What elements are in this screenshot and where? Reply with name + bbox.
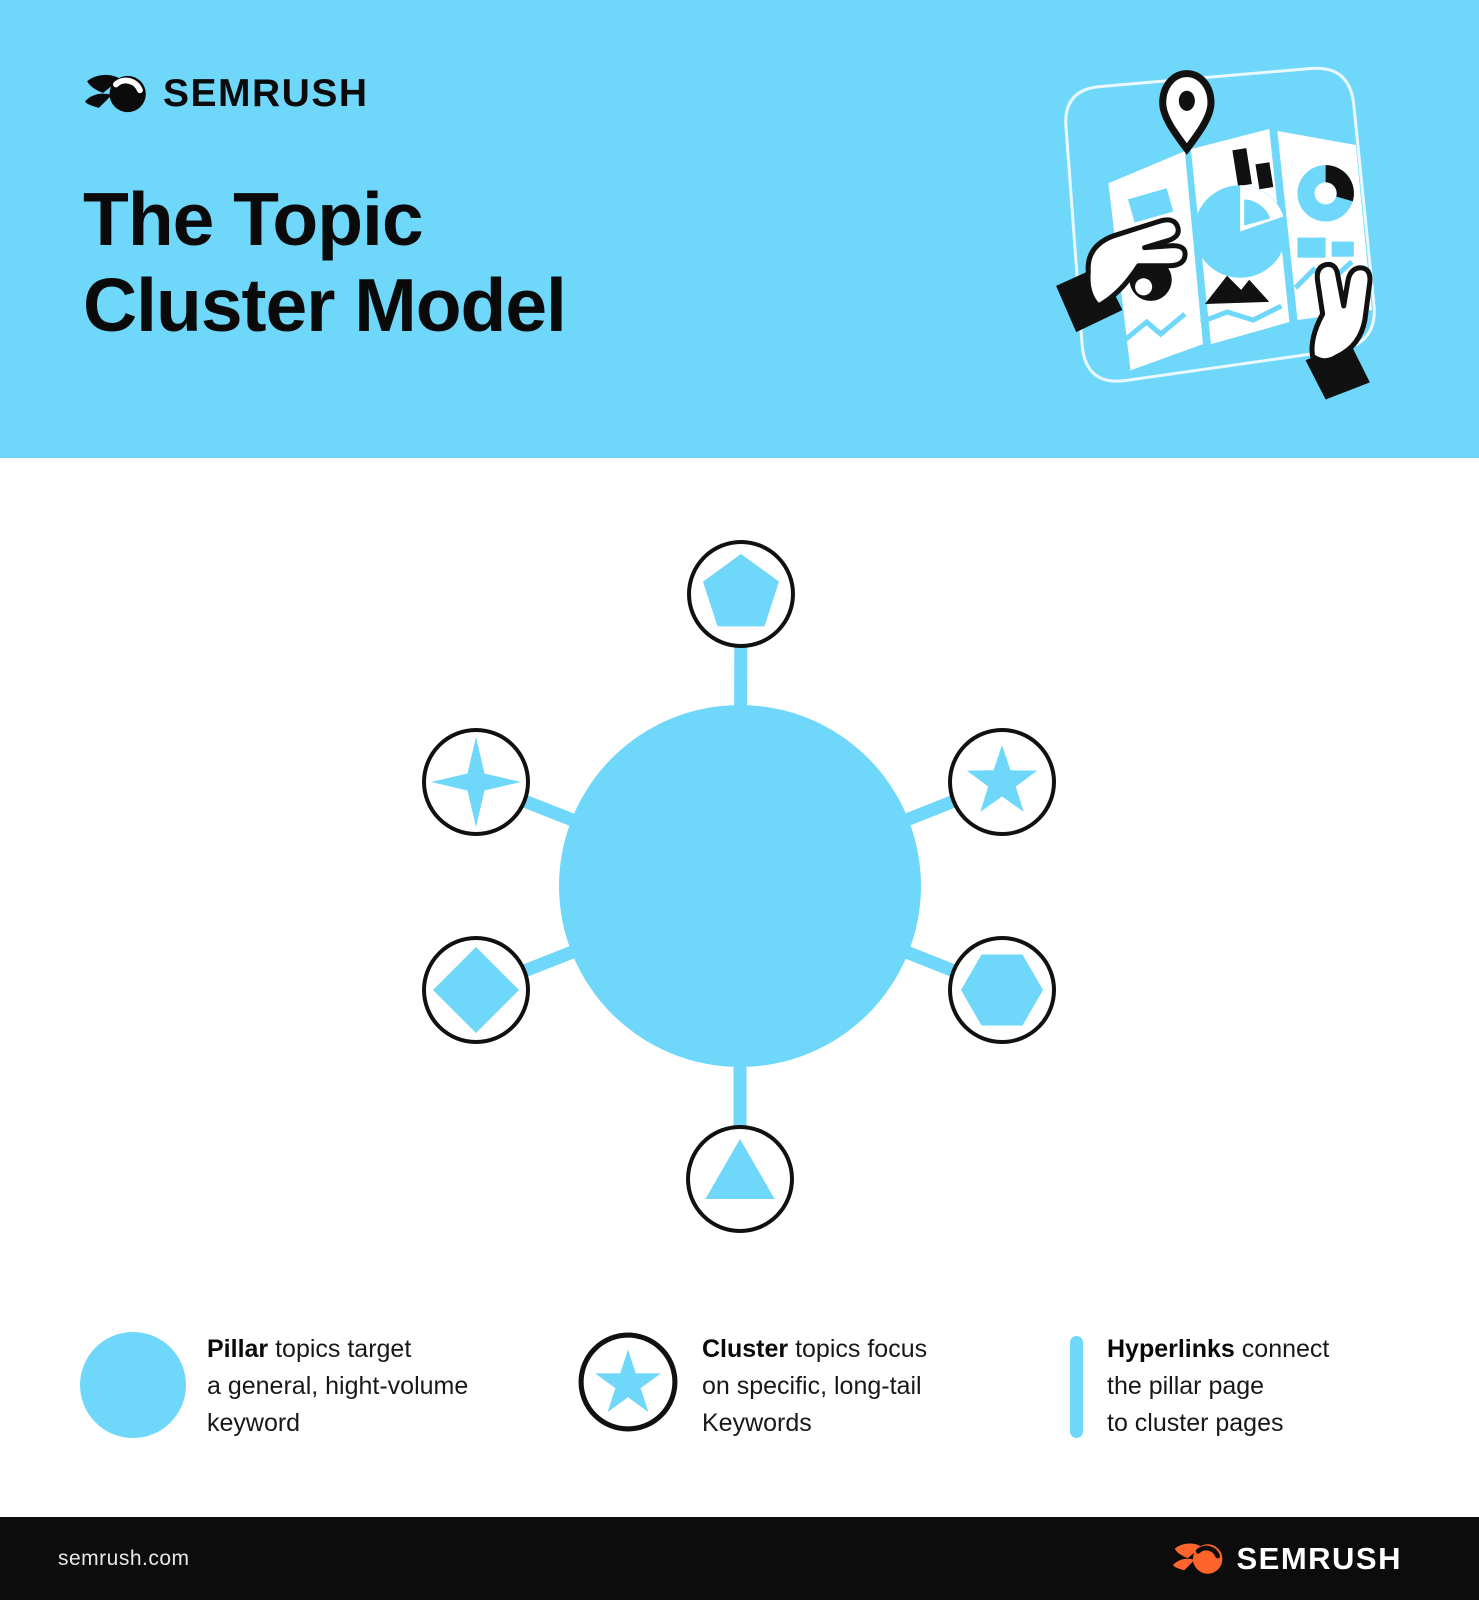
semrush-wordmark: SEMRUSH bbox=[1236, 1540, 1402, 1576]
legend-pillar-line1: Pillar topics target bbox=[207, 1335, 412, 1363]
cluster-node-five-point-star bbox=[948, 728, 1056, 836]
donut-hole bbox=[1314, 182, 1337, 205]
bar-chart-bar bbox=[1255, 162, 1274, 190]
triangle-icon bbox=[705, 1139, 775, 1199]
legend-cluster-line2: on specific, long-tail bbox=[702, 1372, 922, 1400]
map-block bbox=[1331, 241, 1354, 257]
map-zigzag bbox=[1122, 312, 1187, 343]
legend-cluster-line1: Cluster topics focus bbox=[702, 1335, 928, 1363]
diamond-icon bbox=[433, 947, 519, 1033]
semrush-logo-header: SEMRUSH bbox=[85, 70, 369, 118]
four-point-star-icon bbox=[431, 737, 521, 827]
header-band: SEMRUSH The Topic Cluster Model bbox=[0, 0, 1479, 458]
cluster-node-pentagon bbox=[687, 540, 795, 648]
hyperlink-bar-icon bbox=[1070, 1336, 1083, 1438]
five-point-star-icon bbox=[966, 745, 1038, 812]
cluster-star-icon bbox=[578, 1332, 678, 1432]
semrush-flame-icon bbox=[1173, 1543, 1223, 1574]
map-zigzag bbox=[1200, 303, 1283, 325]
pentagon-icon bbox=[703, 554, 779, 627]
legend-hyperlinks-line1: Hyperlinks connect bbox=[1107, 1335, 1330, 1363]
right-hand bbox=[1309, 261, 1373, 364]
page-title-line1: The Topic bbox=[83, 177, 424, 261]
footer-url: semrush.com bbox=[58, 1546, 190, 1570]
topic-cluster-diagram bbox=[422, 540, 1056, 1233]
semrush-flame-icon bbox=[85, 74, 146, 113]
legend-hyperlinks: Hyperlinks connect the pillar page to cl… bbox=[1107, 1331, 1329, 1442]
semrush-logo-footer: SEMRUSH bbox=[1173, 1539, 1402, 1579]
page-title: The Topic Cluster Model bbox=[83, 176, 567, 348]
semrush-wordmark: SEMRUSH bbox=[163, 72, 369, 115]
map-block bbox=[1127, 188, 1174, 223]
map-block bbox=[1297, 237, 1326, 258]
location-pin-hole bbox=[1178, 90, 1195, 111]
map-illustration bbox=[1056, 66, 1376, 400]
pie-chart-hole bbox=[1135, 278, 1153, 296]
left-hand bbox=[1085, 217, 1188, 309]
pie-wedge-inner bbox=[1244, 199, 1271, 226]
cluster-node-triangle bbox=[686, 1125, 794, 1233]
cluster-node-four-point-star bbox=[422, 728, 530, 836]
legend-hyperlinks-line2: the pillar page bbox=[1107, 1372, 1265, 1400]
legend-cluster: Cluster topics focus on specific, long-t… bbox=[702, 1331, 927, 1442]
page-title-line2: Cluster Model bbox=[83, 263, 567, 347]
pillar-page-circle bbox=[559, 705, 921, 1067]
footer-bar: semrush.com SEMRUSH bbox=[0, 1517, 1479, 1600]
legend-pillar: Pillar topics target a general, hight-vo… bbox=[207, 1331, 468, 1442]
hexagon-icon bbox=[961, 954, 1043, 1026]
legend-pillar-line3: keyword bbox=[207, 1409, 301, 1437]
legend-pillar-line2: a general, hight-volume bbox=[207, 1372, 469, 1400]
location-pin-icon bbox=[1159, 70, 1215, 155]
mountains-glyph bbox=[1204, 275, 1270, 304]
bar-chart-bar bbox=[1232, 148, 1252, 187]
cluster-node-diamond bbox=[422, 936, 530, 1044]
legend-cluster-line3: Keywords bbox=[702, 1409, 812, 1437]
cluster-node-hexagon bbox=[948, 936, 1056, 1044]
pillar-circle-icon bbox=[80, 1332, 186, 1438]
legend-hyperlinks-line3: to cluster pages bbox=[1107, 1409, 1284, 1437]
